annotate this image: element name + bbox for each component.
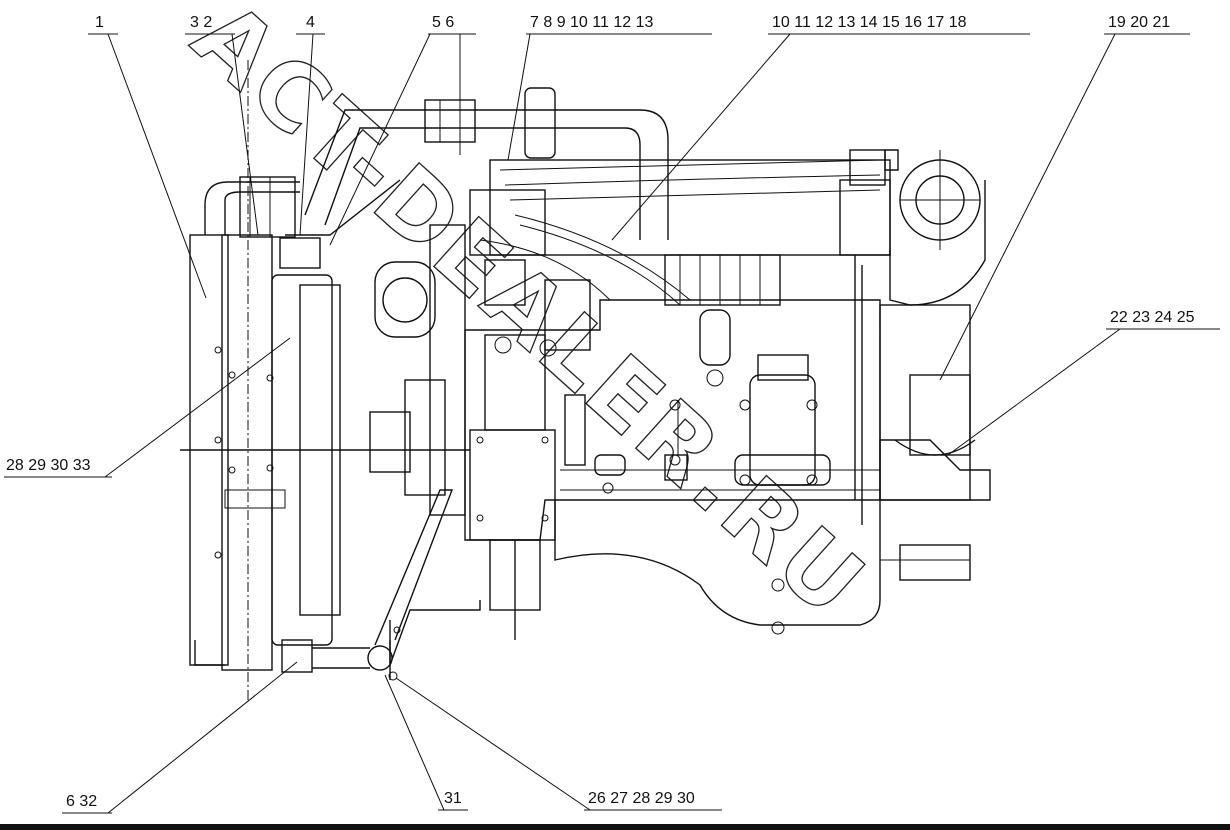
turbocharger [884, 149, 986, 306]
callout-26-30: 26 27 28 29 30 [588, 790, 695, 807]
callout-1: 1 [95, 14, 104, 31]
callout-22-25: 22 23 24 25 [1110, 309, 1195, 326]
bottom-border [0, 824, 1230, 830]
fuel-filter [699, 309, 831, 486]
callout-28-33: 28 29 30 33 [6, 457, 91, 474]
injection-pump [469, 149, 891, 525]
engine-drawing [180, 60, 991, 700]
callout-3-2: 3 2 [190, 14, 212, 31]
callout-4: 4 [306, 14, 315, 31]
callout-10-18: 10 11 12 13 14 15 16 17 18 [772, 14, 967, 31]
lower-hose [281, 489, 481, 681]
callout-31: 31 [444, 790, 462, 807]
callouts: 1 3 2 4 5 6 7 8 9 10 11 12 13 10 11 12 1… [4, 14, 1220, 814]
callout-5-6: 5 6 [432, 14, 454, 31]
front-pulley [180, 224, 470, 516]
callout-7-13: 7 8 9 10 11 12 13 [530, 14, 653, 31]
watermark: ACT-DEALER.RU [173, 0, 887, 640]
callout-19-21: 19 20 21 [1108, 14, 1170, 31]
callout-6-32: 6 32 [66, 793, 97, 810]
compressor [469, 334, 586, 640]
svg-text:ACT-DEALER.RU: ACT-DEALER.RU [173, 0, 886, 639]
